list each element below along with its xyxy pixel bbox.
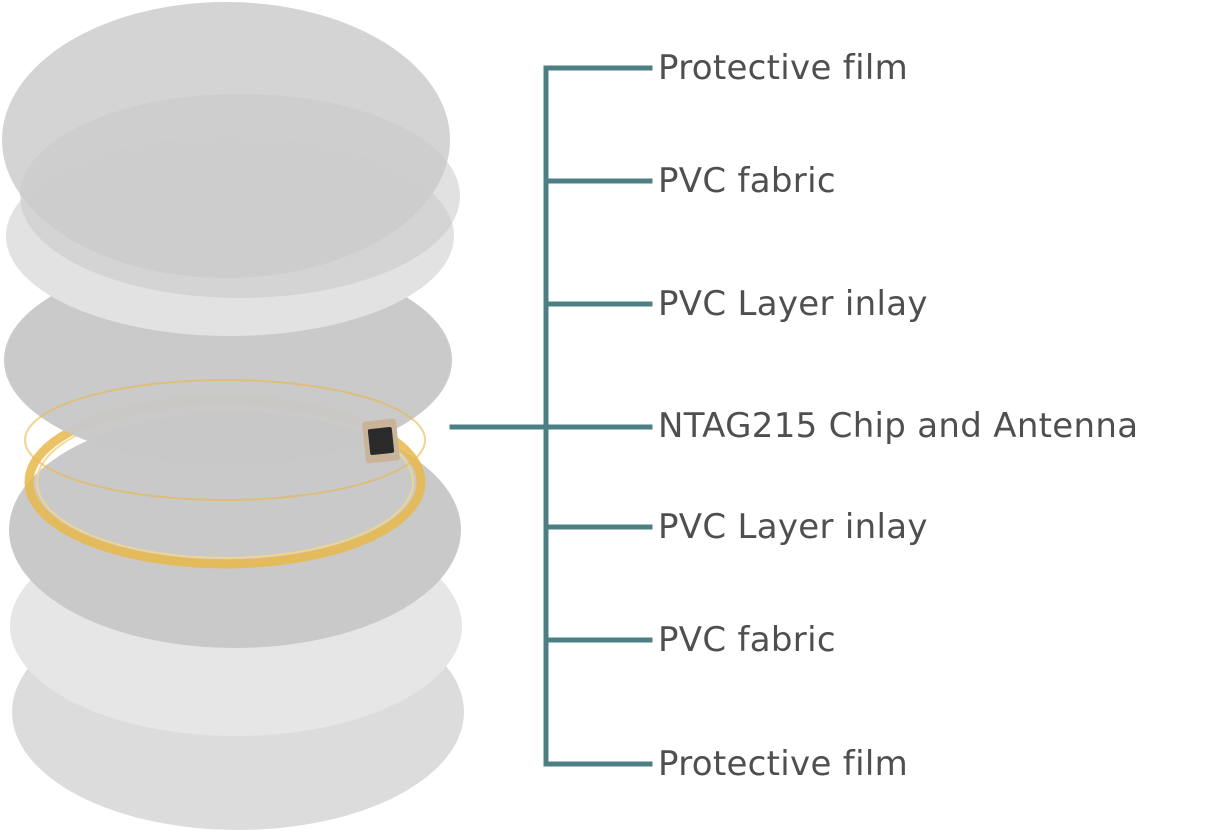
connector-lines [449, 65, 653, 767]
disc-pvc-layer-inlay-bottom [9, 412, 461, 648]
label-pvc-fabric-bottom: PVC fabric [658, 620, 836, 660]
label-pvc-layer-inlay-top: PVC Layer inlay [658, 284, 928, 324]
label-protective-film-bottom: Protective film [658, 744, 908, 784]
label-ntag215-chip-antenna: NTAG215 Chip and Antenna [658, 406, 1139, 446]
label-pvc-layer-inlay-bottom: PVC Layer inlay [658, 507, 928, 547]
ntag215-chip-icon [362, 418, 400, 464]
label-protective-film-top: Protective film [658, 48, 908, 88]
label-pvc-fabric-top: PVC fabric [658, 161, 836, 201]
